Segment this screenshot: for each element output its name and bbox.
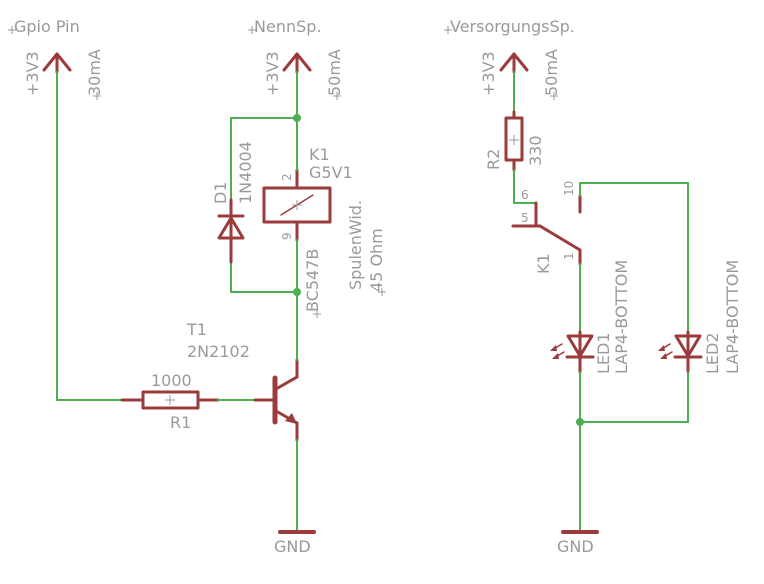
t1-name: T1 — [186, 320, 207, 339]
led1-value: LAP4-BOTTOM — [612, 260, 631, 374]
pin10: 10 — [562, 181, 576, 196]
coil-label: SpulenWid. — [346, 200, 365, 290]
transistor-t1 — [253, 358, 299, 442]
pin6: 6 — [521, 188, 529, 202]
supply3-name: +3V3 — [479, 51, 498, 96]
d1-name: D1 — [211, 182, 230, 205]
relay-contact-k1 — [511, 194, 582, 266]
led-1 — [550, 330, 595, 374]
r2-name: R2 — [484, 149, 503, 170]
led2-value: LAP4-BOTTOM — [723, 260, 742, 374]
gnd1-label: GND — [274, 537, 311, 556]
r1-value: 1000 — [151, 371, 192, 390]
pin5: 5 — [521, 211, 529, 225]
supply1-name: +3V3 — [23, 51, 42, 96]
diode-d1 — [217, 198, 245, 264]
t1-value: 2N2102 — [187, 342, 250, 361]
pin1: 1 — [562, 252, 576, 260]
resistor-r2 — [504, 110, 524, 172]
label-versorgungs-sp: VersorgungsSp. — [450, 17, 575, 36]
led1-name: LED1 — [594, 332, 613, 374]
t1-part: BC547B — [303, 249, 322, 312]
k1-value: G5V1 — [309, 163, 353, 182]
d1-value: 1N4004 — [236, 141, 255, 204]
gnd2-label: GND — [557, 537, 594, 556]
supply-arrow-3 — [499, 52, 529, 74]
supply-arrow-1 — [42, 52, 72, 74]
led2-name: LED2 — [703, 332, 722, 374]
k1-name: K1 — [309, 145, 330, 164]
label-nenn-sp: NennSp. — [254, 17, 322, 36]
supply3-current: 50mA — [542, 49, 561, 96]
r2-value: 330 — [526, 135, 545, 166]
k1-contact-name: K1 — [534, 253, 553, 274]
coil-value: 45 Ohm — [367, 228, 386, 292]
label-gpio-pin: Gpio Pin — [14, 17, 80, 36]
origin-crosses — [8, 26, 558, 318]
r1-name: R1 — [170, 413, 191, 432]
junction-3 — [576, 418, 584, 426]
k1-pin9: 9 — [280, 232, 294, 240]
supply-arrow-2 — [282, 52, 312, 74]
relay-coil-k1 — [262, 186, 332, 224]
resistor-r1 — [120, 390, 220, 410]
k1-pin2: 2 — [280, 173, 294, 181]
supply2-current: 50mA — [325, 49, 344, 96]
supply1-current: 30mA — [85, 49, 104, 96]
supply2-name: +3V3 — [263, 51, 282, 96]
led-2 — [658, 330, 703, 374]
